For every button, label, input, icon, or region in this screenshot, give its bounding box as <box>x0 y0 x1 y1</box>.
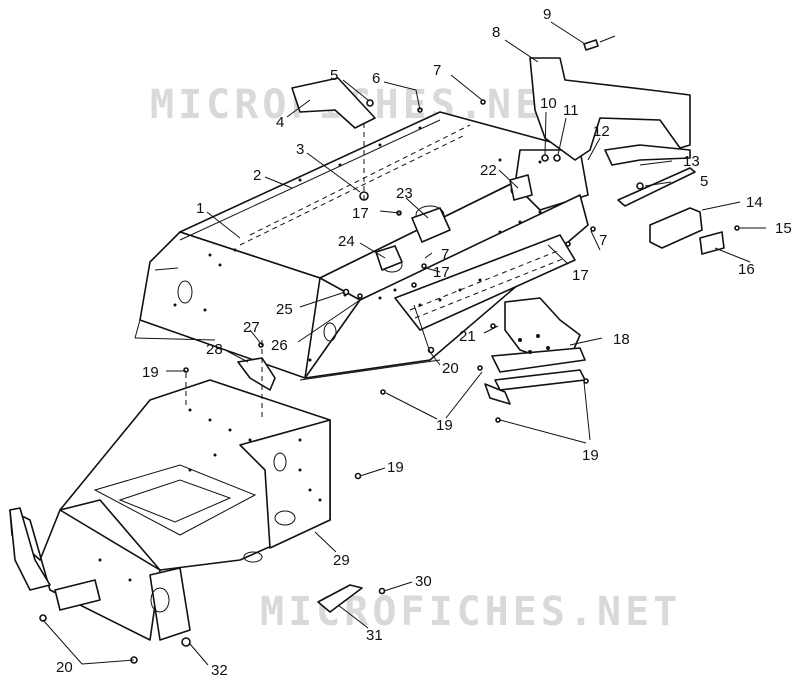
callout-7-mid: 7 <box>441 246 449 263</box>
callout-28: 28 <box>206 341 223 358</box>
callout-20-mid: 20 <box>442 360 459 377</box>
callout-10: 10 <box>540 95 557 112</box>
rear-bracket-12 <box>604 144 691 166</box>
bracket-24 <box>375 245 403 271</box>
callout-19-b: 19 <box>436 417 453 434</box>
callout-19-c: 19 <box>582 447 599 464</box>
callout-7-top: 7 <box>433 62 441 79</box>
callout-19-a: 19 <box>142 364 159 381</box>
pin-9 <box>583 39 599 51</box>
callout-30: 30 <box>415 573 432 590</box>
bracket-23 <box>411 207 451 243</box>
main-chassis <box>134 111 589 381</box>
callout-16: 16 <box>738 261 755 278</box>
callout-7-right: 7 <box>599 232 607 249</box>
callout-23: 23 <box>396 185 413 202</box>
callout-1: 1 <box>196 200 204 217</box>
callout-11: 11 <box>563 102 579 119</box>
callout-5-top: 5 <box>330 67 338 84</box>
callout-20-bottom: 20 <box>56 659 73 676</box>
bracket-28 <box>237 357 276 391</box>
callout-17-right: 17 <box>572 267 589 284</box>
lower-frame-29 <box>9 379 331 641</box>
callout-26: 26 <box>271 337 288 354</box>
callout-29: 29 <box>333 552 350 569</box>
watermark-bottom: MICROFICHES.NET <box>260 589 681 635</box>
callout-6: 6 <box>372 70 380 87</box>
callout-14: 14 <box>746 194 763 211</box>
callout-5-right: 5 <box>700 173 708 190</box>
callout-8: 8 <box>492 24 500 41</box>
callout-25: 25 <box>276 301 293 318</box>
callout-31: 31 <box>366 627 383 644</box>
callout-2: 2 <box>253 167 261 184</box>
callout-27: 27 <box>243 319 260 336</box>
callout-32: 32 <box>211 662 228 679</box>
callout-21: 21 <box>459 328 476 345</box>
rear-bracket-13 <box>617 167 696 207</box>
bracket-22 <box>509 174 533 201</box>
callout-3: 3 <box>296 141 304 158</box>
callout-18: 18 <box>613 331 630 348</box>
fasteners <box>39 99 740 664</box>
callout-17-left: 17 <box>352 205 369 222</box>
callout-12: 12 <box>593 123 610 140</box>
bracket-31 <box>317 584 363 613</box>
callout-9: 9 <box>543 6 551 23</box>
callout-22: 22 <box>480 162 497 179</box>
callout-24: 24 <box>338 233 355 250</box>
bracket-assembly-18 <box>484 297 586 405</box>
callout-17-mid: 17 <box>433 264 450 281</box>
callout-4: 4 <box>276 114 284 131</box>
leader-lines <box>42 21 766 666</box>
block-14 <box>649 207 703 249</box>
callout-labels: 1 2 3 4 5 5 6 7 7 7 8 9 10 11 12 13 14 1… <box>56 6 792 679</box>
rear-bracket-8 <box>529 57 691 161</box>
callout-13: 13 <box>683 153 700 170</box>
callout-15: 15 <box>775 220 792 237</box>
pad-16 <box>699 231 725 255</box>
bracket-4 <box>291 77 376 129</box>
callout-19-d: 19 <box>387 459 404 476</box>
